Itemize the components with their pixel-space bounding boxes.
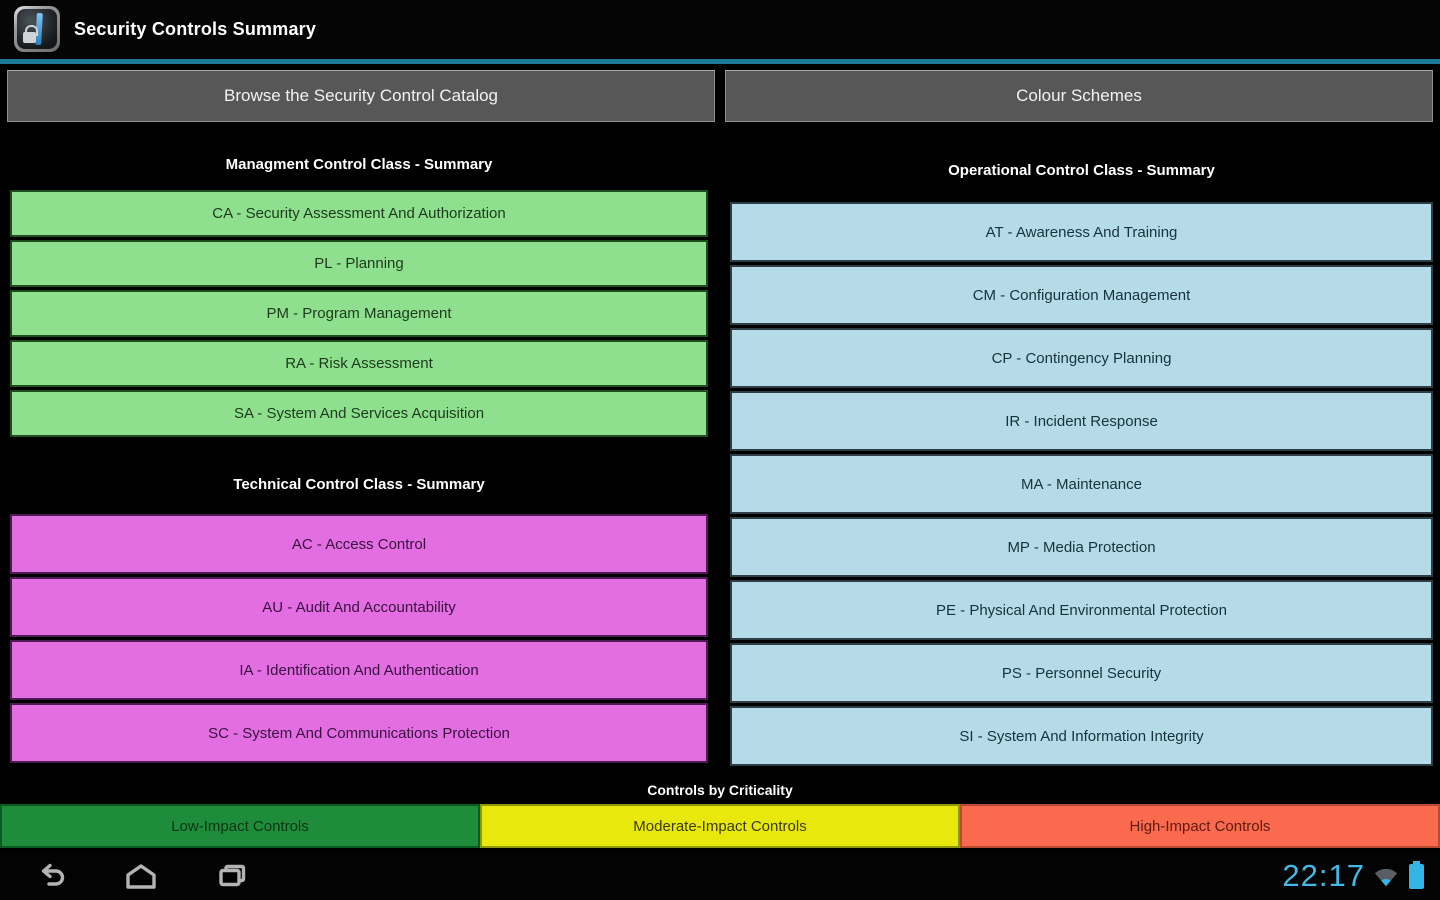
high-impact-button[interactable]: High-Impact Controls <box>960 804 1440 848</box>
control-button-si[interactable]: SI - System And Information Integrity <box>730 706 1433 766</box>
browse-catalog-button[interactable]: Browse the Security Control Catalog <box>7 70 715 122</box>
control-button-ra[interactable]: RA - Risk Assessment <box>10 340 708 387</box>
control-button-ma[interactable]: MA - Maintenance <box>730 454 1433 514</box>
management-control-list: CA - Security Assessment And Authorizati… <box>10 190 708 437</box>
criticality-button-row: Low-Impact Controls Moderate-Impact Cont… <box>0 804 1440 848</box>
wifi-icon <box>1374 868 1398 886</box>
home-icon <box>126 864 156 889</box>
control-button-pl[interactable]: PL - Planning <box>10 240 708 287</box>
app-icon <box>14 6 60 52</box>
control-button-ac[interactable]: AC - Access Control <box>10 514 708 574</box>
back-icon <box>41 863 65 886</box>
control-button-au[interactable]: AU - Audit And Accountability <box>10 577 708 637</box>
clock: 22:17 <box>1282 858 1365 893</box>
moderate-impact-button[interactable]: Moderate-Impact Controls <box>480 804 960 848</box>
home-button[interactable] <box>106 852 176 900</box>
status-cluster: 22:17 <box>1282 858 1424 894</box>
app-icon-art <box>17 9 57 49</box>
operational-control-list: AT - Awareness And Training CM - Configu… <box>730 202 1433 766</box>
control-button-ca[interactable]: CA - Security Assessment And Authorizati… <box>10 190 708 237</box>
control-button-cp[interactable]: CP - Contingency Planning <box>730 328 1433 388</box>
battery-icon <box>1409 860 1424 889</box>
lock-icon <box>23 25 38 43</box>
control-button-mp[interactable]: MP - Media Protection <box>730 517 1433 577</box>
back-button[interactable] <box>14 852 84 900</box>
title-bar: Security Controls Summary <box>0 0 1440 58</box>
control-button-ps[interactable]: PS - Personnel Security <box>730 643 1433 703</box>
system-navigation-bar: 22:17 <box>0 852 1440 900</box>
control-button-pe[interactable]: PE - Physical And Environmental Protecti… <box>730 580 1433 640</box>
criticality-section-title: Controls by Criticality <box>647 782 793 798</box>
page-title: Security Controls Summary <box>74 18 317 39</box>
accent-divider <box>0 59 1440 64</box>
control-button-ir[interactable]: IR - Incident Response <box>730 391 1433 451</box>
operational-section-title: Operational Control Class - Summary <box>948 162 1215 179</box>
control-button-sa[interactable]: SA - System And Services Acquisition <box>10 390 708 437</box>
control-button-sc[interactable]: SC - System And Communications Protectio… <box>10 703 708 763</box>
recents-icon <box>219 864 246 887</box>
colour-schemes-button[interactable]: Colour Schemes <box>725 70 1433 122</box>
control-button-pm[interactable]: PM - Program Management <box>10 290 708 337</box>
recents-button[interactable] <box>198 852 268 900</box>
low-impact-button[interactable]: Low-Impact Controls <box>0 804 480 848</box>
management-section-title: Managment Control Class - Summary <box>225 156 493 173</box>
technical-control-list: AC - Access Control AU - Audit And Accou… <box>10 514 708 763</box>
control-button-ia[interactable]: IA - Identification And Authentication <box>10 640 708 700</box>
control-button-cm[interactable]: CM - Configuration Management <box>730 265 1433 325</box>
technical-section-title: Technical Control Class - Summary <box>233 476 485 493</box>
control-button-at[interactable]: AT - Awareness And Training <box>730 202 1433 262</box>
